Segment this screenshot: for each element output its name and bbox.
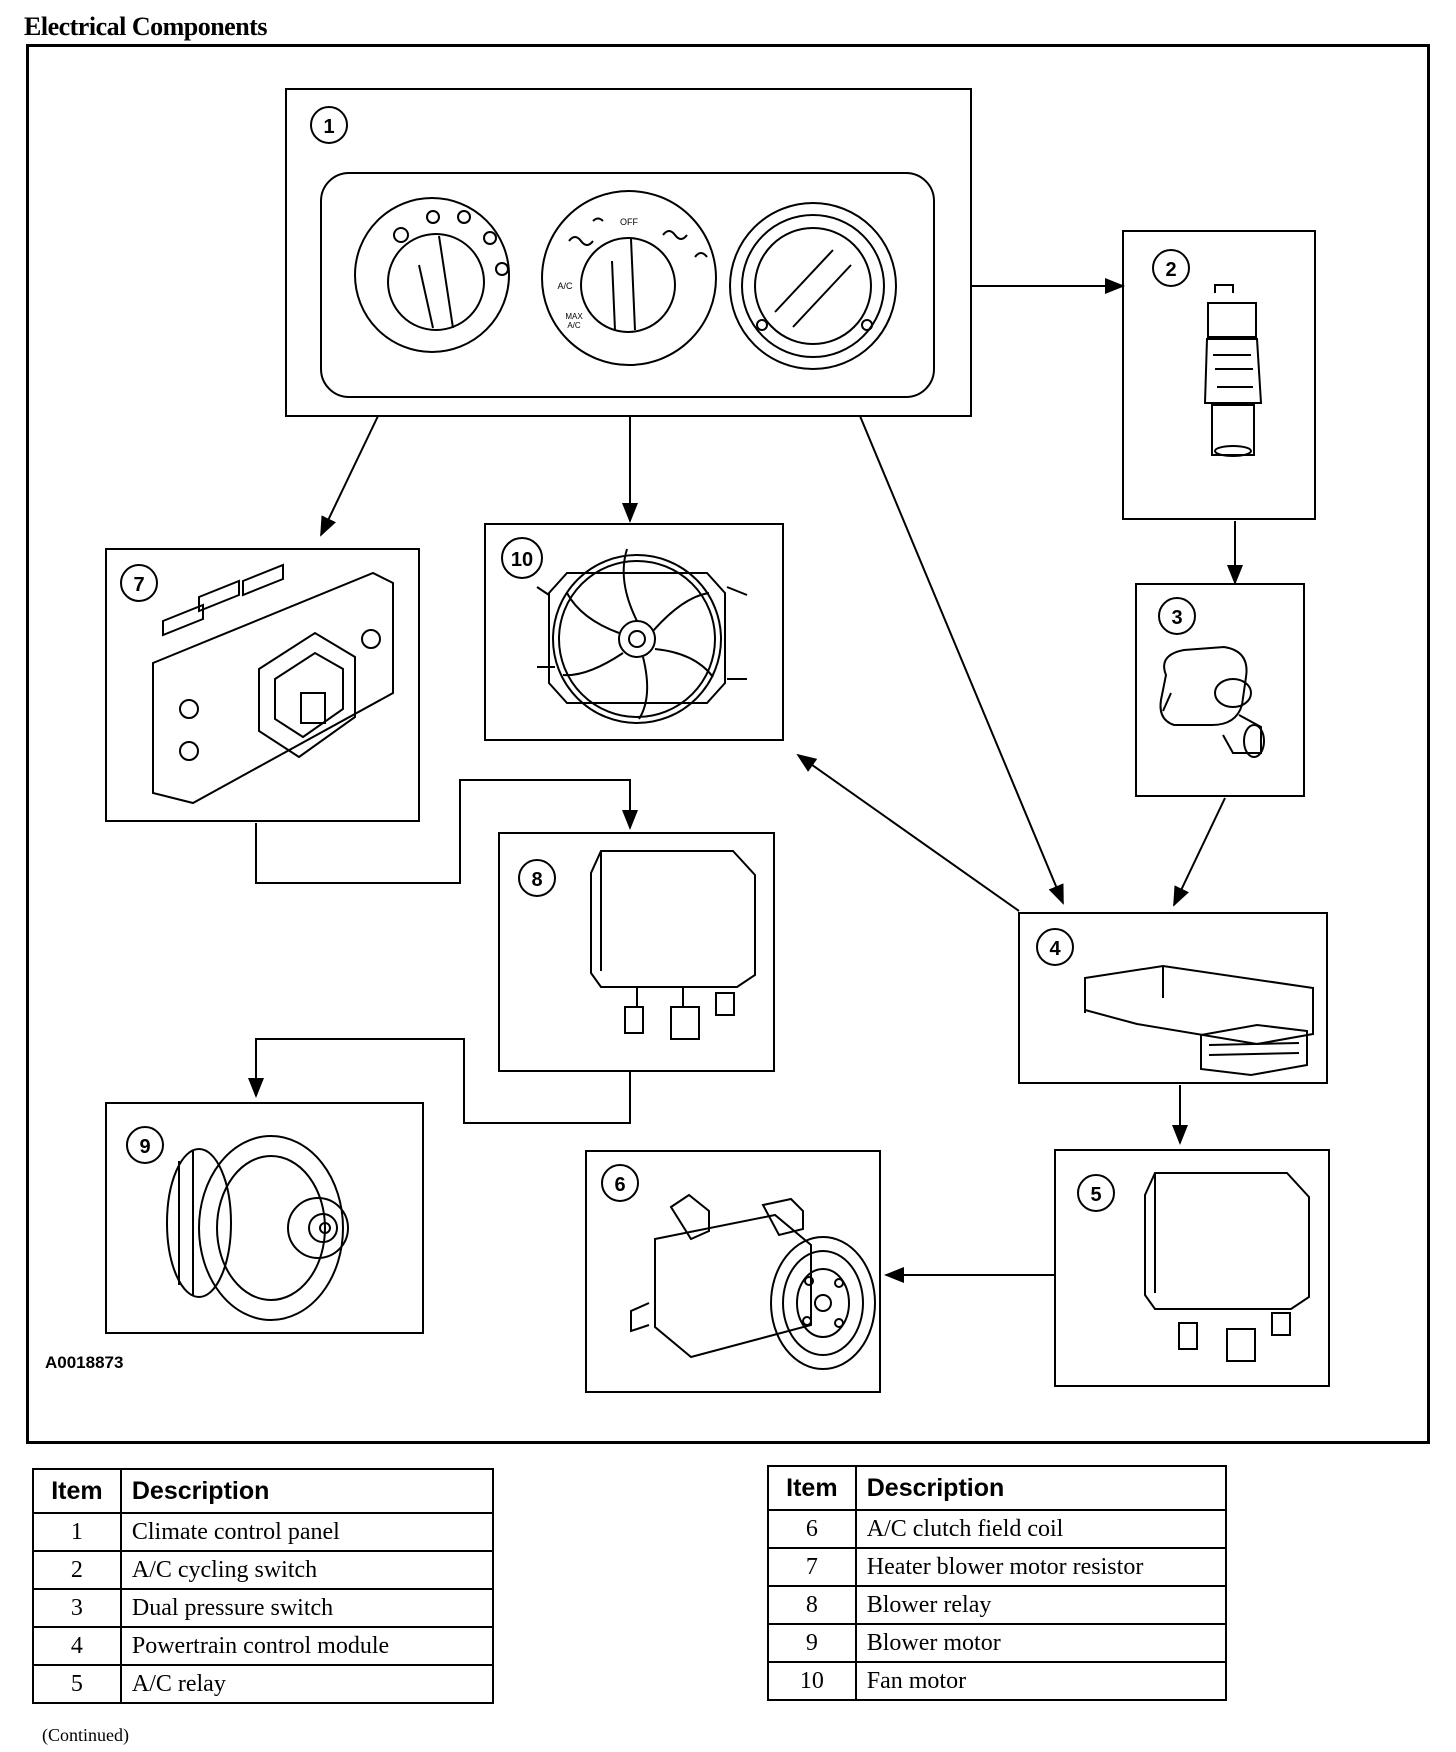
item-description: A/C cycling switch bbox=[119, 1550, 495, 1590]
item-description: Climate control panel bbox=[119, 1512, 495, 1552]
svg-text:3: 3 bbox=[1171, 607, 1182, 629]
wire-7-to-8 bbox=[255, 779, 638, 884]
component-blower-motor bbox=[105, 1102, 424, 1334]
component-diagram: OFF A/C MAX A/C bbox=[26, 44, 1430, 1444]
item-number: 10 bbox=[767, 1661, 857, 1701]
item-description: A/C relay bbox=[119, 1664, 495, 1704]
panel-label-max-2: A/C bbox=[567, 321, 581, 330]
svg-text:8: 8 bbox=[531, 869, 542, 891]
box-6 bbox=[585, 1150, 881, 1393]
item-description: Blower motor bbox=[854, 1623, 1228, 1663]
box-1 bbox=[285, 88, 972, 417]
callout-4: 4 bbox=[1036, 928, 1074, 966]
item-description: Powertrain control module bbox=[119, 1626, 495, 1666]
item-number: 1 bbox=[32, 1512, 122, 1552]
box-9 bbox=[105, 1102, 424, 1334]
table-header-row: Item Description bbox=[32, 1468, 495, 1514]
item-number: 7 bbox=[767, 1547, 857, 1587]
callout-6: 6 bbox=[601, 1164, 639, 1202]
arrow-1-to-4 bbox=[859, 415, 1064, 905]
wire-8-to-9 bbox=[248, 1038, 631, 1124]
component-ac-cycling-switch bbox=[1122, 230, 1316, 520]
svg-text:10: 10 bbox=[511, 549, 533, 571]
svg-text:1: 1 bbox=[323, 116, 334, 138]
item-description: Blower relay bbox=[854, 1585, 1228, 1625]
box-4 bbox=[1018, 912, 1328, 1084]
item-number: 4 bbox=[32, 1626, 122, 1666]
component-climate-control-panel: OFF A/C MAX A/C bbox=[285, 88, 972, 417]
header-item: Item bbox=[767, 1465, 857, 1511]
box-7 bbox=[105, 548, 420, 822]
item-description: Dual pressure switch bbox=[119, 1588, 495, 1628]
box-3 bbox=[1135, 583, 1305, 797]
box-8 bbox=[498, 832, 775, 1072]
fan-icon bbox=[393, 227, 409, 243]
item-description: Heater blower motor resistor bbox=[854, 1547, 1228, 1587]
callout-10: 10 bbox=[501, 537, 543, 579]
svg-text:6: 6 bbox=[614, 1174, 625, 1196]
panel-label-max-1: MAX bbox=[565, 312, 583, 321]
svg-text:9: 9 bbox=[139, 1136, 150, 1158]
svg-text:4: 4 bbox=[1049, 938, 1061, 960]
component-powertrain-control-module bbox=[1018, 912, 1328, 1084]
svg-text:2: 2 bbox=[1165, 259, 1176, 281]
callout-3: 3 bbox=[1158, 597, 1196, 635]
callout-2: 2 bbox=[1152, 249, 1190, 287]
arrow-4-to-10 bbox=[796, 753, 1020, 912]
callout-9: 9 bbox=[126, 1126, 164, 1164]
header-description: Description bbox=[854, 1465, 1228, 1511]
arrow-3-to-4 bbox=[1173, 797, 1226, 907]
connection-arrows bbox=[248, 278, 1243, 1283]
callout-8: 8 bbox=[518, 859, 556, 897]
panel-label-ac: A/C bbox=[557, 281, 573, 291]
item-number: 9 bbox=[767, 1623, 857, 1663]
callout-7: 7 bbox=[120, 564, 158, 602]
component-blower-relay bbox=[498, 832, 775, 1072]
figure-id: A0018873 bbox=[45, 1353, 124, 1372]
header-item: Item bbox=[32, 1468, 122, 1514]
svg-text:7: 7 bbox=[133, 574, 144, 596]
table-header-row: Item Description bbox=[767, 1465, 1228, 1511]
item-description: A/C clutch field coil bbox=[854, 1509, 1228, 1549]
component-heater-blower-motor-resistor bbox=[105, 548, 420, 822]
component-ac-clutch-field-coil bbox=[585, 1150, 881, 1393]
continued-note: (Continued) bbox=[42, 1725, 129, 1745]
header-description: Description bbox=[119, 1468, 495, 1514]
callout-1: 1 bbox=[310, 106, 348, 144]
item-number: 6 bbox=[767, 1509, 857, 1549]
item-number: 3 bbox=[32, 1588, 122, 1628]
panel-face bbox=[320, 172, 935, 398]
diagram-svg: OFF A/C MAX A/C bbox=[105, 88, 1330, 1393]
box-2 bbox=[1122, 230, 1316, 520]
page-title: Electrical Components bbox=[24, 12, 267, 41]
item-number: 8 bbox=[767, 1585, 857, 1625]
item-description: Fan motor bbox=[854, 1661, 1228, 1701]
callout-numbers: 1 2 3 4 5 6 7 8 9 10 bbox=[120, 106, 1196, 1212]
item-number: 2 bbox=[32, 1550, 122, 1590]
arrow-1-to-7 bbox=[320, 415, 379, 537]
component-dual-pressure-switch bbox=[1135, 583, 1305, 797]
component-fan-motor bbox=[484, 523, 784, 741]
item-number: 5 bbox=[32, 1664, 122, 1704]
svg-text:5: 5 bbox=[1090, 1184, 1101, 1206]
component-ac-relay bbox=[1054, 1149, 1330, 1387]
box-5 bbox=[1054, 1149, 1330, 1387]
panel-label-off: OFF bbox=[620, 217, 638, 227]
box-10 bbox=[484, 523, 784, 741]
callout-5: 5 bbox=[1077, 1174, 1115, 1212]
